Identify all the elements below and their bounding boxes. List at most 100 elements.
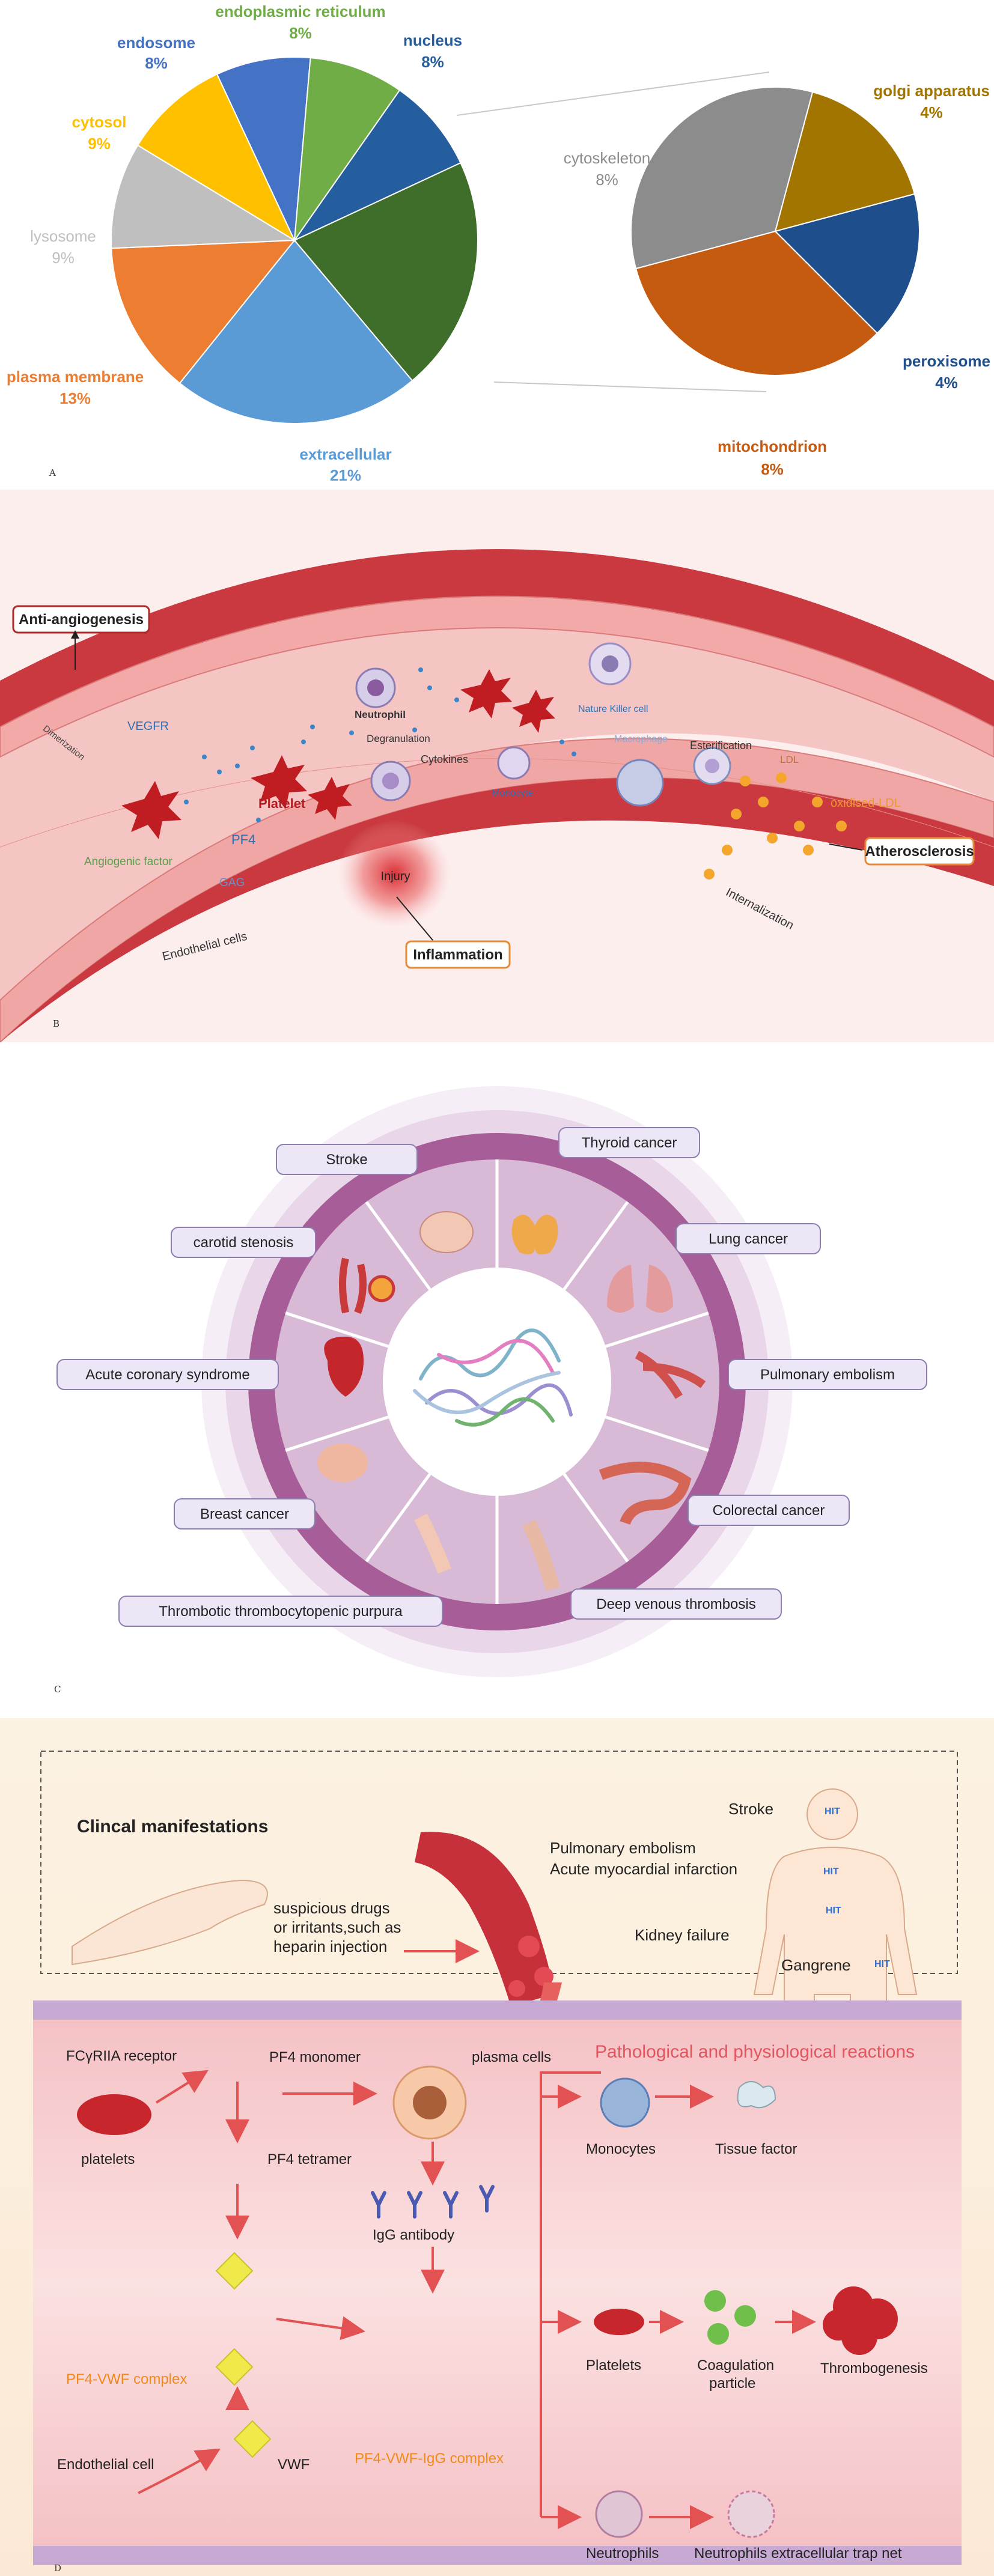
value-endosome: 8% xyxy=(145,54,168,72)
endothelium-top xyxy=(0,595,994,758)
wheel-spokes xyxy=(285,1159,709,1604)
value-cytosol: 9% xyxy=(88,135,111,153)
pie-slice-extracellular xyxy=(178,239,413,424)
hit-hand: HIT xyxy=(874,1959,890,1969)
coag-line1: Coagulation xyxy=(697,2357,774,2374)
pie-slice-peroxisome xyxy=(774,193,920,335)
drugs-line3: heparin injection xyxy=(273,1937,387,1955)
panel-a-pie-chart: endoplasmic reticulum 8% endosome 8% nuc… xyxy=(7,2,990,484)
platelets-label: platelets xyxy=(81,2151,135,2167)
clinical-title: Clincal manifestations xyxy=(77,1817,268,1836)
wheel-spoke xyxy=(285,1311,389,1348)
neutrophil-label: Neutrophil xyxy=(355,709,406,720)
ttp-label: Thrombotic thrombocytopenic purpura xyxy=(159,1603,403,1620)
esterification-label: Esterification xyxy=(690,740,752,752)
panel-letter: D xyxy=(54,2563,61,2574)
vessel-top-border xyxy=(33,2000,962,2020)
carotid-box xyxy=(171,1227,316,1258)
pie-slice-mitochondrion xyxy=(635,230,879,376)
vegfr-label: VEGFR xyxy=(127,720,169,733)
coag-line2: particle xyxy=(709,2375,755,2392)
breast-icon xyxy=(317,1444,368,1482)
carotid-label: carotid stenosis xyxy=(194,1235,294,1251)
monocyte-label: Monocyte xyxy=(492,788,533,798)
wheel-spoke xyxy=(563,1473,629,1563)
leg-vein-icon xyxy=(522,1519,560,1591)
reaction-area xyxy=(33,2000,962,2565)
pf4-tetramer-label: PF4 tetramer xyxy=(267,2151,352,2167)
label-lysosome: lysosome xyxy=(30,227,96,245)
value-nucleus: 8% xyxy=(421,53,444,71)
carotid-icon xyxy=(339,1257,367,1314)
label-cytoskeleton: cytoskeleton xyxy=(564,149,651,167)
pie-slice-group-1 xyxy=(293,162,478,382)
vessel-lower-wall xyxy=(0,777,994,1042)
pie-slice-endoplasmic-reticulum xyxy=(293,57,401,243)
value-mitochondrion: 8% xyxy=(761,460,784,478)
clinical-box xyxy=(40,1751,958,1974)
wheel-spoke xyxy=(285,1415,389,1452)
tissue-factor-icon xyxy=(737,2081,776,2109)
platelets2-label: Platelets xyxy=(586,2357,641,2374)
heart-icon xyxy=(324,1337,364,1397)
atherosclerosis-label: Atherosclerosis xyxy=(865,843,974,860)
pf4-monomer-label: PF4 monomer xyxy=(269,2049,361,2065)
igg-antibody-icons xyxy=(371,2185,495,2219)
hand-icon xyxy=(72,1879,268,1966)
pf4-label: PF4 xyxy=(231,832,255,847)
endothelial-label: Endothelial cell xyxy=(57,2456,154,2473)
anti-angiogenesis-box xyxy=(12,605,150,634)
label-endosome: endosome xyxy=(117,34,195,52)
pie-slice-cytoskeleton xyxy=(630,87,814,270)
panel-letter: B xyxy=(53,1018,59,1029)
vessel-lumen xyxy=(0,596,994,1000)
colorectal-box xyxy=(688,1495,850,1526)
breakout-pie xyxy=(630,87,920,376)
vwf-label: VWF xyxy=(278,2456,309,2473)
fcr-label: FCγRIIA receptor xyxy=(66,2048,177,2064)
hit-brain: HIT xyxy=(825,1806,840,1817)
nk-cell-label: Nature Killer cell xyxy=(578,704,648,714)
neutrophils-label: Neutrophils xyxy=(586,2545,659,2562)
neutrophil-icon xyxy=(595,2490,643,2538)
organ-icons xyxy=(317,1211,706,1591)
pulmonary-vessel-icon xyxy=(635,1350,706,1399)
colorectal-label: Colorectal cancer xyxy=(713,1502,825,1519)
vessel-outer-wall xyxy=(0,549,994,727)
colon-icon xyxy=(599,1462,692,1525)
kidney-label: Kidney failure xyxy=(635,1926,730,1944)
protein-structure-icon xyxy=(413,1328,573,1427)
value-lysosome: 9% xyxy=(52,249,75,267)
label-cytosol: cytosol xyxy=(72,113,126,131)
value-peroxisome: 4% xyxy=(935,374,958,392)
label-nucleus: nucleus xyxy=(403,31,462,49)
panel-letter: A xyxy=(49,467,56,478)
tissue-factor-label: Tissue factor xyxy=(715,2141,797,2157)
wheel-spoke xyxy=(563,1201,629,1290)
wheel-spoke xyxy=(605,1415,709,1452)
reactions-title: Pathological and physiological reactions xyxy=(595,2042,915,2062)
pf4-vwf-igg-label: PF4-VWF-IgG complex xyxy=(355,2450,504,2467)
label-extracellular: extracellular xyxy=(299,445,391,463)
coag-particle-icons xyxy=(704,2290,756,2345)
connector-line-top xyxy=(456,71,770,116)
pe-label: Pulmonary embolism xyxy=(760,1367,895,1383)
pie-slice-endosome xyxy=(216,56,311,243)
thyroid-box xyxy=(558,1127,700,1158)
gangrene-label: Gangrene xyxy=(781,1956,851,1974)
pie-slice-golgi-apparatus xyxy=(774,91,916,232)
lung-icon xyxy=(607,1265,673,1313)
wheel-spoke xyxy=(365,1473,431,1563)
value-extracellular: 21% xyxy=(330,466,361,484)
acs-label: Acute coronary syndrome xyxy=(85,1367,249,1383)
atherosclerosis-box xyxy=(864,837,975,866)
platelet-icon xyxy=(77,2094,151,2135)
inflammation-label: Inflammation xyxy=(413,947,502,963)
wheel-spoke xyxy=(365,1201,431,1290)
connector-line-bottom xyxy=(493,381,767,392)
lung-box xyxy=(675,1223,821,1254)
label-peroxisome: peroxisome xyxy=(903,352,990,370)
drugs-line2: or irritants,such as xyxy=(273,1918,401,1936)
value-endoplasmic-reticulum: 8% xyxy=(289,24,312,42)
plasma-cells-label: plasma cells xyxy=(472,2049,551,2065)
